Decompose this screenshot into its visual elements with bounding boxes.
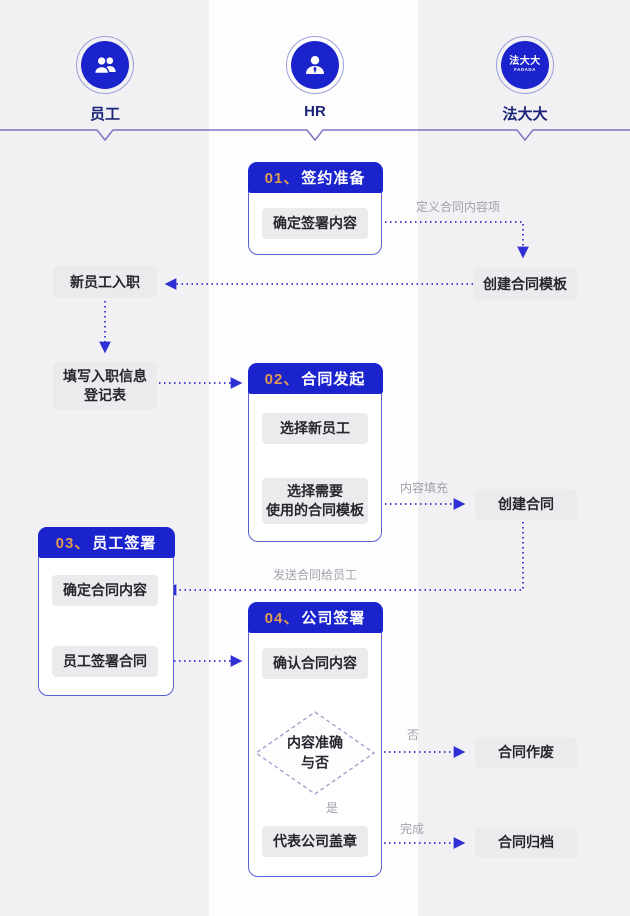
section-01-number: 01、	[264, 169, 300, 187]
section-03-header: 03、 员工签署	[37, 526, 175, 558]
edge-label-done: 完成	[399, 822, 425, 836]
section-04-header: 04、 公司签署	[247, 601, 383, 633]
node-create-contract: 创建合同	[475, 489, 577, 520]
section-02-header: 02、 合同发起	[247, 362, 383, 394]
section-01-header: 01、 签约准备	[247, 161, 383, 193]
employees-icon	[76, 36, 134, 94]
edge-label-content-fill: 内容填充	[399, 481, 449, 495]
step-select-new-employee: 选择新员工	[262, 413, 368, 444]
fadada-logo-icon: 法大大 FADADA	[496, 36, 554, 94]
lane-label-employee: 员工	[89, 106, 120, 123]
lane-header-employee: 员工	[45, 36, 165, 124]
node-contract-archive: 合同归档	[475, 827, 577, 858]
step-employee-signs-contract: 员工签署合同	[52, 646, 158, 677]
section-01-title: 签约准备	[301, 169, 366, 187]
section-04-number: 04、	[264, 609, 300, 627]
fadada-logo-subtext: FADADA	[514, 67, 536, 72]
node-create-contract-template: 创建合同模板	[473, 268, 577, 300]
decision-content-accurate: 内容准确 与否	[287, 734, 343, 770]
lane-label-hr: HR	[304, 103, 326, 120]
step-confirm-signing-content: 确定签署内容	[262, 208, 368, 239]
step-confirm-contract-content: 确定合同内容	[52, 575, 158, 606]
node-fill-onboarding-form: 填写入职信息 登记表	[53, 362, 157, 410]
edge-label-define-contract-items: 定义合同内容项	[415, 200, 501, 214]
hr-person-icon	[286, 36, 344, 94]
step-select-contract-template: 选择需要 使用的合同模板	[262, 478, 368, 524]
edge-label-no: 否	[406, 728, 420, 742]
section-04-title: 公司签署	[301, 609, 366, 627]
fadada-logo-text: 法大大	[509, 56, 541, 67]
node-new-employee-onboarding: 新员工入职	[53, 266, 157, 298]
edge-label-send-contract-to-employee: 发送合同给员工	[272, 568, 358, 582]
lane-bg-employee	[0, 0, 209, 916]
lane-header-hr: HR	[255, 36, 375, 120]
section-03-employee-signing: 03、 员工签署 确定合同内容 员工签署合同	[37, 526, 175, 696]
lane-bg-fadada	[418, 0, 630, 916]
section-03-title: 员工签署	[92, 534, 157, 552]
edge-label-yes: 是	[325, 801, 339, 815]
section-01-signing-prep: 01、 签约准备 确定签署内容	[247, 161, 383, 255]
section-03-number: 03、	[55, 534, 91, 552]
step-verify-contract-content: 确认合同内容	[262, 648, 368, 679]
section-02-title: 合同发起	[301, 370, 366, 388]
lane-label-fadada: 法大大	[502, 106, 548, 123]
section-02-contract-initiation: 02、 合同发起 选择新员工 选择需要 使用的合同模板	[247, 362, 383, 542]
lane-header-fadada: 法大大 FADADA 法大大	[465, 36, 585, 124]
section-02-number: 02、	[264, 370, 300, 388]
node-contract-void: 合同作废	[475, 737, 577, 768]
step-company-stamp: 代表公司盖章	[262, 826, 368, 857]
